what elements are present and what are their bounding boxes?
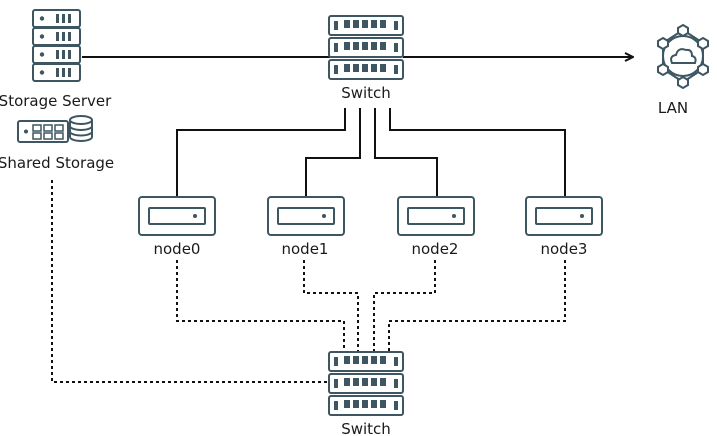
link-switch-node0 <box>176 108 346 196</box>
link-node1-switch-bottom <box>303 260 359 352</box>
switch-top: Switch <box>328 15 404 102</box>
link-shared-storage-switch-bottom <box>51 180 329 383</box>
shared-storage-label: Shared Storage <box>0 154 114 172</box>
switch-bottom-label: Switch <box>341 420 391 436</box>
node0-label: node0 <box>154 240 201 258</box>
switch-top-label: Switch <box>341 84 391 102</box>
switch-bottom: Switch <box>328 351 404 436</box>
network-switch-icon <box>328 15 404 80</box>
node3: node3 <box>525 196 603 258</box>
lan-label: LAN <box>658 99 688 117</box>
node2: node2 <box>397 196 475 258</box>
link-switch-node1 <box>305 108 361 196</box>
node3-label: node3 <box>541 240 588 258</box>
server-rack-icon <box>32 9 81 82</box>
network-switch-icon <box>328 351 404 416</box>
link-node3-switch-bottom <box>388 260 566 352</box>
lan: LAN <box>657 23 709 117</box>
compute-node-icon <box>138 196 216 236</box>
compute-node-icon <box>267 196 345 236</box>
link-switch-node3 <box>389 108 566 196</box>
storage-server: Storage Server <box>0 9 112 110</box>
shared-storage: Shared Storage <box>0 115 114 172</box>
link-switch-node2 <box>374 108 438 196</box>
storage-server-label: Storage Server <box>0 92 112 110</box>
connections <box>51 57 633 383</box>
storage-array-icon <box>17 115 93 143</box>
node2-label: node2 <box>412 240 459 258</box>
link-node2-switch-bottom <box>373 260 436 352</box>
node1: node1 <box>267 196 345 258</box>
compute-node-icon <box>397 196 475 236</box>
node1-label: node1 <box>282 240 329 258</box>
lan-cloud-icon <box>657 23 709 90</box>
link-node0-switch-bottom <box>176 260 345 352</box>
compute-node-icon <box>525 196 603 236</box>
node0: node0 <box>138 196 216 258</box>
